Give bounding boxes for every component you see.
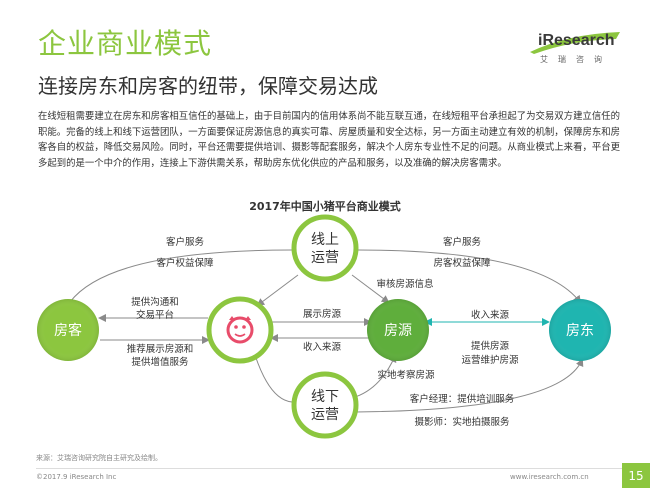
label-customer-service-right: 客户服务 bbox=[443, 236, 482, 248]
node-offline-ops: 线下 运营 bbox=[291, 371, 359, 439]
diagram-title: 2017年中国小猪平台商业模式 bbox=[249, 200, 401, 213]
footer-url: www.iresearch.com.cn bbox=[510, 473, 589, 481]
node-offline-label-2: 运营 bbox=[311, 407, 339, 423]
logo-text: iResearch bbox=[538, 32, 615, 49]
node-online-ops: 线上 运营 bbox=[291, 214, 359, 282]
label-recommend-1: 推荐展示房源和 bbox=[127, 343, 194, 355]
node-landlord: 房东 bbox=[549, 299, 611, 361]
footer-copyright: ©2017.9 iResearch Inc bbox=[36, 473, 117, 481]
label-income-right: 收入来源 bbox=[471, 309, 510, 321]
intro-paragraph: 在线短租需要建立在房东和房客相互信任的基础上，由于目前国内的信用体系尚不能互联互… bbox=[38, 111, 620, 169]
label-customer-rights: 客户权益保障 bbox=[156, 257, 214, 269]
label-provide-listing: 提供房源 bbox=[471, 340, 510, 352]
line-online-listing bbox=[351, 274, 390, 304]
node-online-label-2: 运营 bbox=[311, 250, 339, 266]
arc-offline-landlord bbox=[355, 358, 584, 413]
source-note: 来源：艾瑞咨询研究院自主研究及绘制。 bbox=[36, 454, 162, 462]
label-comm-2: 交易平台 bbox=[136, 309, 174, 321]
label-maintain-listing: 运营维护房源 bbox=[461, 354, 519, 366]
arc-tenant-online bbox=[63, 249, 293, 310]
line-online-platform bbox=[256, 274, 299, 307]
label-show-listing: 展示房源 bbox=[303, 308, 342, 320]
node-landlord-label: 房东 bbox=[566, 323, 594, 339]
label-inspect-listing: 实地考察房源 bbox=[377, 369, 435, 381]
page-number: 15 bbox=[628, 469, 644, 483]
node-online-label-1: 线上 bbox=[311, 232, 339, 248]
label-audit-listing: 审核房源信息 bbox=[376, 278, 433, 290]
label-photographer: 摄影师：实地拍摄服务 bbox=[414, 416, 510, 428]
footer-divider bbox=[36, 468, 622, 469]
label-account-manager: 客户经理：提供培训服务 bbox=[410, 393, 515, 405]
node-offline-label-1: 线下 bbox=[311, 389, 339, 405]
node-listing: 房源 bbox=[367, 299, 429, 361]
label-comm-1: 提供沟通和 bbox=[131, 296, 179, 308]
label-recommend-2: 提供增值服务 bbox=[131, 356, 189, 368]
label-tenant-rights: 房客权益保障 bbox=[433, 257, 491, 269]
slide-title: 企业商业模式 bbox=[38, 27, 213, 60]
logo-swoosh-icon bbox=[530, 32, 620, 54]
arc-platform-offline bbox=[254, 354, 293, 403]
node-platform bbox=[206, 296, 274, 364]
arc-online-landlord bbox=[357, 249, 582, 304]
logo-cn-text: 艾瑞咨询 bbox=[540, 55, 612, 64]
xiaozhu-logo-icon bbox=[226, 316, 254, 344]
node-listing-label: 房源 bbox=[384, 323, 412, 339]
page-number-box: 15 bbox=[622, 463, 650, 488]
label-customer-service-left: 客户服务 bbox=[166, 236, 205, 248]
node-tenant: 房客 bbox=[37, 299, 99, 361]
iresearch-logo: iResearch 艾瑞咨询 bbox=[528, 30, 623, 70]
node-tenant-label: 房客 bbox=[54, 322, 82, 339]
label-income-left: 收入来源 bbox=[303, 341, 342, 353]
slide-subtitle: 连接房东和房客的纽带，保障交易达成 bbox=[38, 74, 378, 98]
